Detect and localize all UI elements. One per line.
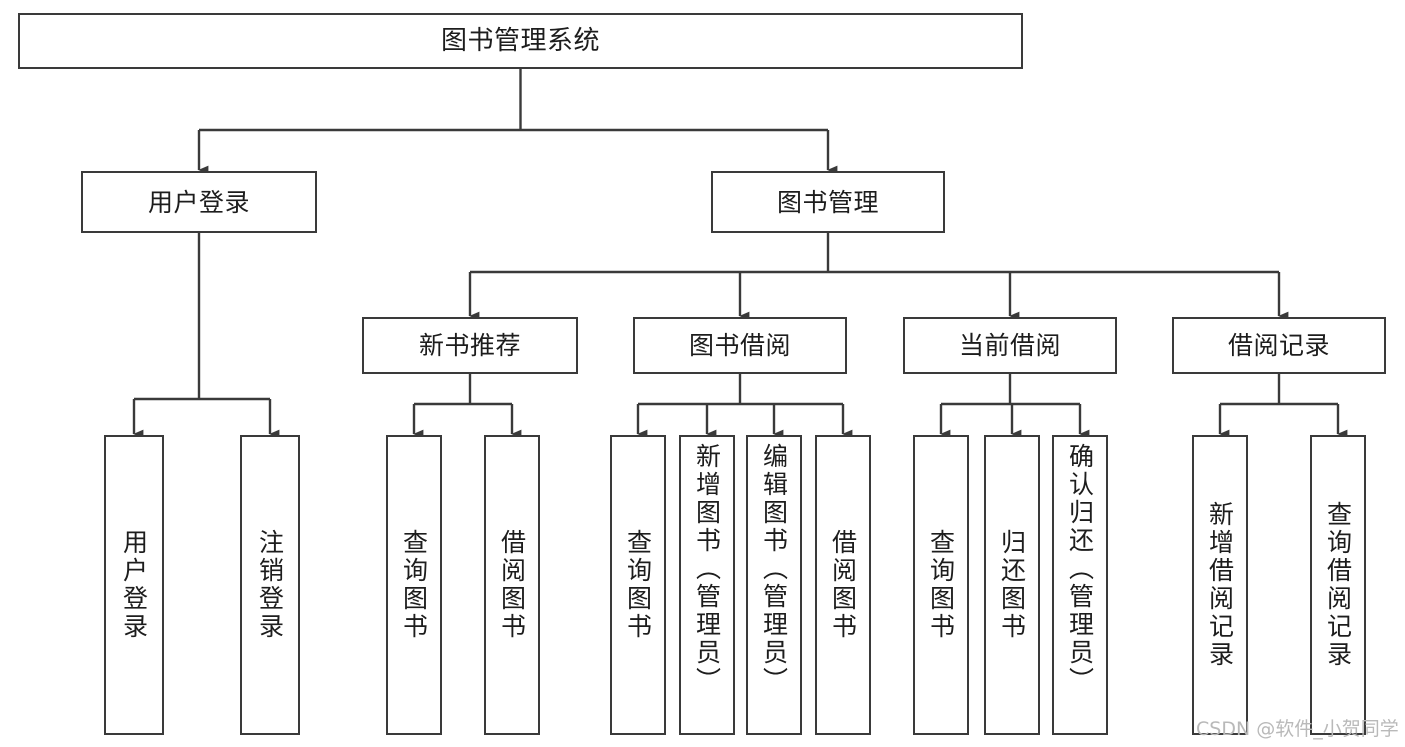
node-leaf-ret[interactable]: 归还图书 bbox=[984, 435, 1040, 735]
node-label: 注销登录 bbox=[255, 529, 285, 641]
node-label: 图书管理系统 bbox=[440, 26, 600, 56]
node-leaf-q2[interactable]: 查询图书 bbox=[610, 435, 666, 735]
node-label: 用户登录 bbox=[147, 187, 250, 217]
node-leaf-qrec[interactable]: 查询借阅记录 bbox=[1310, 435, 1366, 735]
node-label: 图书借阅 bbox=[688, 331, 791, 360]
node-label: 当前借阅 bbox=[958, 331, 1061, 360]
node-label: 借阅图书 bbox=[497, 529, 527, 641]
node-label: 查询借阅记录 bbox=[1323, 501, 1353, 669]
node-borrow[interactable]: 图书借阅 bbox=[633, 317, 847, 374]
node-label: 借阅记录 bbox=[1227, 331, 1330, 360]
node-records[interactable]: 借阅记录 bbox=[1172, 317, 1386, 374]
node-label: 图书管理 bbox=[776, 187, 879, 217]
node-label: 查询图书 bbox=[926, 529, 956, 641]
csdn-watermark: CSDN @软件_小贺同学 bbox=[1196, 718, 1399, 740]
node-label: 编辑图书（管理员） bbox=[759, 443, 789, 695]
node-label: 归还图书 bbox=[997, 529, 1027, 641]
node-bookmgmt[interactable]: 图书管理 bbox=[711, 171, 945, 233]
node-label: 新增借阅记录 bbox=[1205, 501, 1235, 669]
node-label: 新增图书（管理员） bbox=[692, 443, 722, 695]
tree-edges bbox=[132, 69, 1348, 439]
node-leaf-b1[interactable]: 借阅图书 bbox=[484, 435, 540, 735]
node-leaf-edit[interactable]: 编辑图书（管理员） bbox=[746, 435, 802, 735]
node-leaf-conf[interactable]: 确认归还（管理员） bbox=[1052, 435, 1108, 735]
node-leaf-q1[interactable]: 查询图书 bbox=[386, 435, 442, 735]
node-newrec[interactable]: 新书推荐 bbox=[362, 317, 578, 374]
node-leaf-addrec[interactable]: 新增借阅记录 bbox=[1192, 435, 1248, 735]
node-label: 借阅图书 bbox=[828, 529, 858, 641]
node-label: 用户登录 bbox=[119, 529, 149, 641]
node-label: 查询图书 bbox=[623, 529, 653, 641]
node-login[interactable]: 用户登录 bbox=[81, 171, 317, 233]
node-leaf-b2[interactable]: 借阅图书 bbox=[815, 435, 871, 735]
node-label: 新书推荐 bbox=[418, 331, 521, 360]
node-label: 查询图书 bbox=[399, 529, 429, 641]
node-leaf-q3[interactable]: 查询图书 bbox=[913, 435, 969, 735]
node-leaf-logout[interactable]: 注销登录 bbox=[240, 435, 300, 735]
node-root[interactable]: 图书管理系统 bbox=[18, 13, 1023, 69]
node-leaf-login[interactable]: 用户登录 bbox=[104, 435, 164, 735]
node-current[interactable]: 当前借阅 bbox=[903, 317, 1117, 374]
node-label: 确认归还（管理员） bbox=[1065, 443, 1095, 695]
node-leaf-add[interactable]: 新增图书（管理员） bbox=[679, 435, 735, 735]
